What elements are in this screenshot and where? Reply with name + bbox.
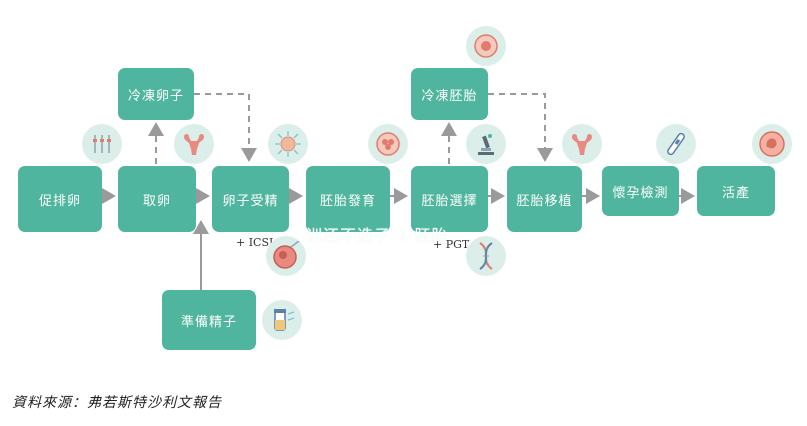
step-label: 胚胎移植 xyxy=(516,193,573,209)
step-label: 冷凍卵子 xyxy=(127,88,184,104)
step-retrieve: 取卵 xyxy=(118,166,196,232)
frozen-embryo-icon xyxy=(466,26,506,66)
arrow-freeze-eggs-fertilize xyxy=(194,93,257,162)
step-label: 懷孕檢測 xyxy=(612,185,669,201)
step-select: 胚胎選擇 xyxy=(411,166,488,232)
watermark: 训还不选子 1 胚胎 xyxy=(306,226,449,245)
step-transfer: 胚胎移植 xyxy=(507,166,582,232)
uterus-icon xyxy=(174,124,214,164)
microscope-icon xyxy=(466,124,506,164)
embryo-icon xyxy=(368,124,408,164)
step-label: 卵子受精 xyxy=(222,193,279,209)
dna-icon xyxy=(466,236,506,276)
step-label: 準備精子 xyxy=(180,314,237,330)
step-fertilize: 卵子受精 xyxy=(212,166,289,232)
step-develop: 胚胎發育 xyxy=(306,166,390,232)
step-label: 取卵 xyxy=(142,193,171,209)
icsi-egg-icon xyxy=(266,236,306,276)
sperm-vial-icon xyxy=(262,300,302,340)
source-note: 資料來源：弗若斯特沙利文報告 xyxy=(12,395,222,411)
step-label: 冷凍胚胎 xyxy=(421,88,478,104)
step-stimulate: 促排卵 xyxy=(18,166,102,232)
step-label: 促排卵 xyxy=(38,193,81,209)
step-birth: 活產 xyxy=(697,166,775,216)
step-freeze-eggs: 冷凍卵子 xyxy=(118,68,194,120)
arrow-freeze-embryos-transfer xyxy=(488,93,553,162)
step-label: 活產 xyxy=(721,185,750,201)
note-icsi: + ICSI xyxy=(236,236,274,249)
step-freeze-embryos: 冷凍胚胎 xyxy=(411,68,488,120)
step-prepare-sperm: 準備精子 xyxy=(162,290,256,350)
syringes-icon xyxy=(82,124,122,164)
fetus-icon xyxy=(752,124,792,164)
sperm-egg-icon xyxy=(268,124,308,164)
note-pgt: + PGT xyxy=(433,238,470,251)
step-pregnancy-test: 懷孕檢測 xyxy=(602,166,679,216)
step-label: 胚胎選擇 xyxy=(421,193,478,209)
pregnancy-test-icon xyxy=(656,124,696,164)
step-label: 胚胎發育 xyxy=(319,193,376,209)
uterus-icon xyxy=(562,124,602,164)
